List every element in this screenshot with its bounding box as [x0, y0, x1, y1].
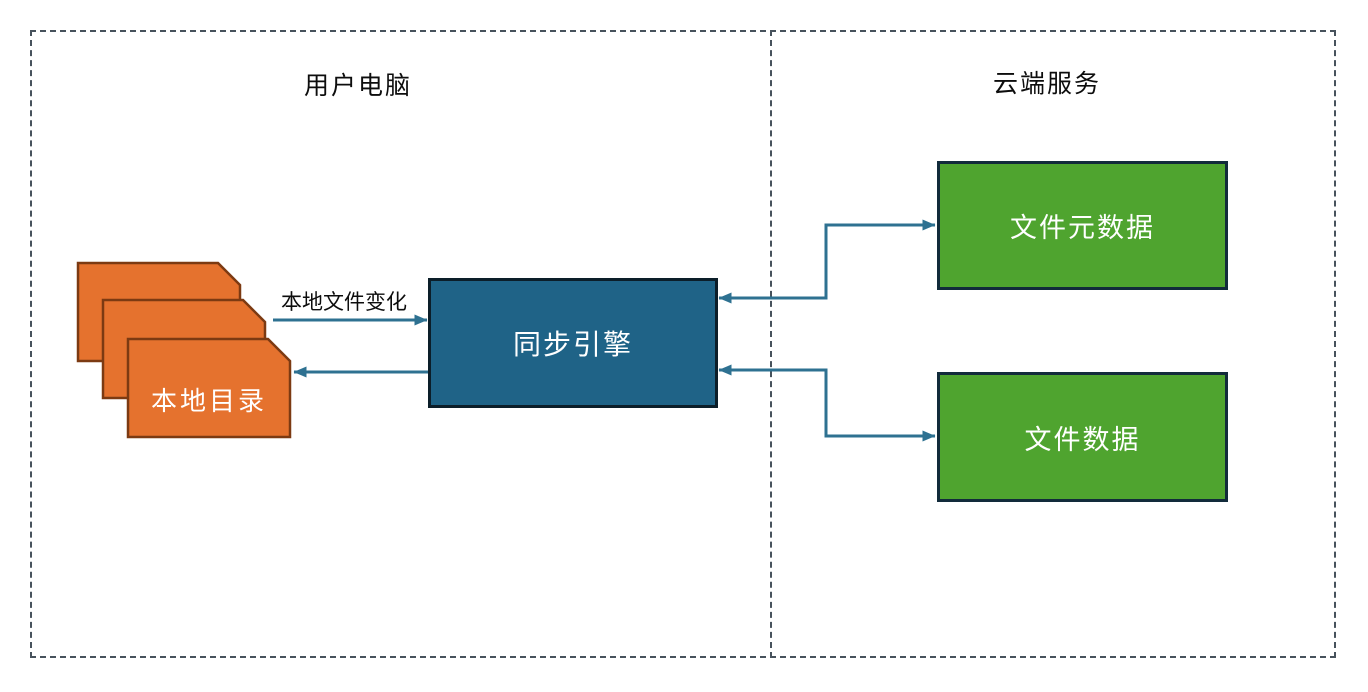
node-sync-engine-label: 同步引擎 [512, 330, 633, 361]
node-file-data: 文件数据 [937, 372, 1228, 502]
region-title-cloud-service: 云端服务 [992, 71, 1101, 98]
region-title-user-computer: 用户电脑 [303, 73, 412, 100]
node-file-metadata-label: 文件元数据 [1010, 213, 1155, 243]
diagram-outer-border [30, 30, 1336, 658]
region-divider-line [770, 30, 772, 658]
node-sync-engine: 同步引擎 [428, 278, 718, 408]
node-local-directory-label: 本地目录 [150, 387, 267, 416]
node-file-data-label: 文件数据 [1024, 424, 1141, 455]
node-file-metadata: 文件元数据 [937, 161, 1228, 290]
edge-label-local-file-changes: 本地文件变化 [281, 290, 407, 314]
